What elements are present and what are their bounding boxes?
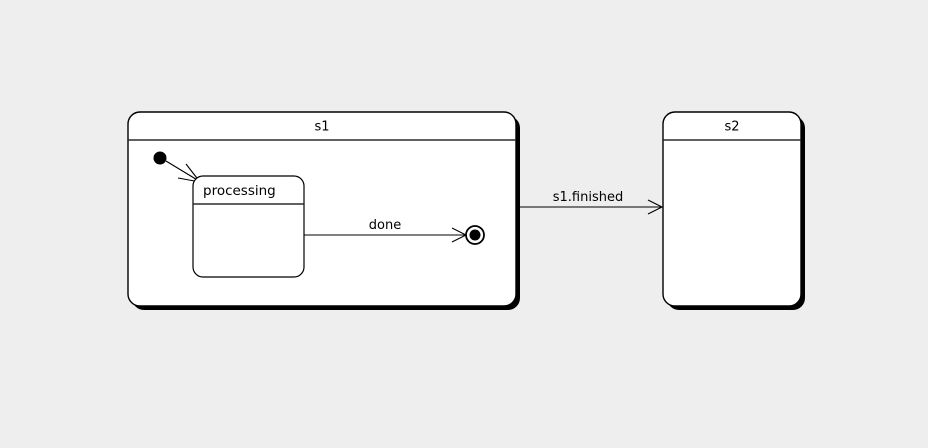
state-s1-body[interactable] [127,111,517,307]
state-s2-title-label: s2 [724,120,739,135]
final-state-inner-dot [469,229,481,241]
transition-s1-finished-label: s1.finished [553,190,623,205]
initial-pseudostate[interactable] [153,151,167,165]
transition-done-label: done [369,218,401,233]
transition-s1-finished-arrowhead [647,199,664,215]
transition-s1-finished[interactable]: s1.finished [517,190,664,215]
state-processing[interactable]: processing [192,175,305,278]
final-state[interactable] [465,225,485,245]
transition-initial-to-processing-line[interactable] [165,160,200,182]
state-s2-body[interactable] [662,111,802,307]
state-s2[interactable]: s2 [662,111,805,310]
initial-pseudostate-dot[interactable] [153,151,167,165]
state-s1-title-label: s1 [314,120,329,135]
state-s1[interactable]: s1 [127,111,520,310]
state-processing-body[interactable] [192,175,305,278]
state-processing-title-label: processing [203,183,276,199]
